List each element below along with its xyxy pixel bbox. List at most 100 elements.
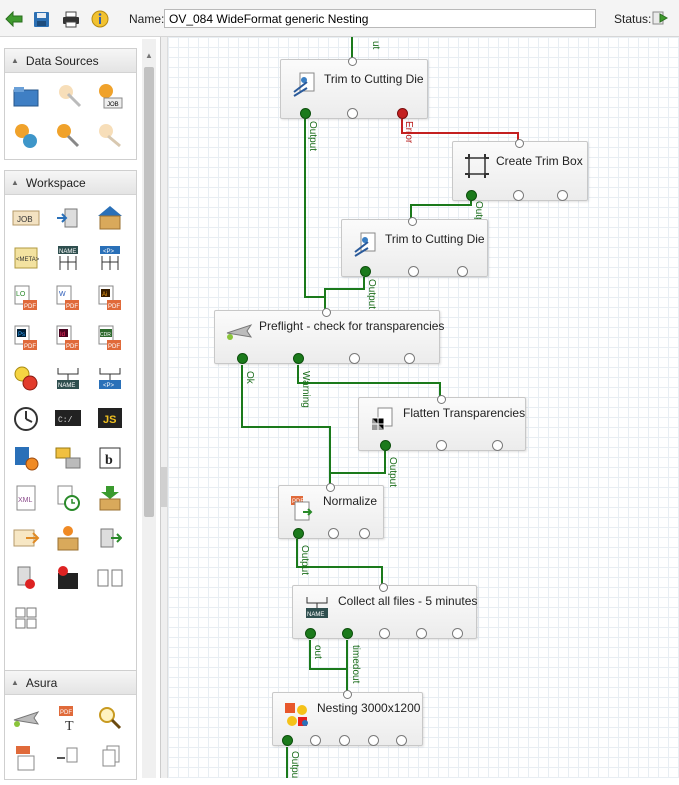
- upload-box-icon[interactable]: [93, 201, 127, 235]
- collapse-triangle-icon[interactable]: ▲: [11, 56, 19, 65]
- node-flatten-transparencies[interactable]: Flatten Transparencies: [358, 395, 526, 451]
- mail-source-icon[interactable]: [93, 119, 127, 153]
- input-port[interactable]: [408, 217, 417, 226]
- output-port[interactable]: [404, 353, 415, 364]
- output-port[interactable]: [310, 735, 321, 746]
- output-port[interactable]: [457, 266, 468, 277]
- input-port[interactable]: [322, 308, 331, 317]
- output-port[interactable]: [557, 190, 568, 201]
- xml-tree-icon[interactable]: <P>: [93, 241, 127, 275]
- panel-splitter[interactable]: [161, 37, 168, 778]
- happy-sad-icon[interactable]: [9, 361, 43, 395]
- collapse-triangle-icon[interactable]: ▲: [11, 178, 19, 187]
- info-icon[interactable]: [89, 8, 111, 30]
- scheduled-source-icon[interactable]: [51, 79, 85, 113]
- database-export-icon[interactable]: [93, 521, 127, 555]
- output-port[interactable]: [349, 353, 360, 364]
- out-port[interactable]: [305, 628, 316, 639]
- output-port[interactable]: [339, 735, 350, 746]
- job-ticket-icon[interactable]: JOB: [9, 201, 43, 235]
- node-nesting[interactable]: Nesting 3000x1200: [272, 690, 423, 746]
- output-port[interactable]: [347, 108, 358, 119]
- split-pages-icon[interactable]: [93, 561, 127, 595]
- node-create-trim-box[interactable]: Create Trim Box: [452, 139, 588, 201]
- user-archive-icon[interactable]: [51, 521, 85, 555]
- panel-header-asura[interactable]: ▲ Asura: [5, 671, 136, 695]
- output-port[interactable]: [293, 528, 304, 539]
- input-port[interactable]: [437, 395, 446, 404]
- output-port[interactable]: [436, 440, 447, 451]
- status-forward-icon[interactable]: [652, 10, 669, 26]
- print-icon[interactable]: [60, 8, 82, 30]
- database-delete-icon[interactable]: [9, 561, 43, 595]
- inspect-icon[interactable]: [93, 701, 127, 735]
- input-port[interactable]: [326, 483, 335, 492]
- color-profile-icon[interactable]: [9, 741, 43, 775]
- xml-file-icon[interactable]: XML: [9, 481, 43, 515]
- timer-icon[interactable]: [9, 401, 43, 435]
- name-splitter-icon[interactable]: NAME: [51, 361, 85, 395]
- panel-header-workspace[interactable]: ▲ Workspace: [5, 171, 136, 195]
- job-source-icon[interactable]: JOB: [93, 79, 127, 113]
- input-port[interactable]: [379, 583, 388, 592]
- sidebar-scroll-thumb[interactable]: [144, 67, 154, 517]
- script-b-icon[interactable]: b: [93, 441, 127, 475]
- sidebar-scrollbar[interactable]: ▲: [142, 39, 156, 778]
- splitter-grip[interactable]: [161, 467, 167, 507]
- output-port[interactable]: [359, 528, 370, 539]
- output-port[interactable]: [513, 190, 524, 201]
- output-port[interactable]: [408, 266, 419, 277]
- page-stack-icon[interactable]: [93, 741, 127, 775]
- web-source-icon[interactable]: [9, 119, 43, 153]
- save-icon[interactable]: [30, 8, 52, 30]
- input-port[interactable]: [348, 57, 357, 66]
- delete-folder-icon[interactable]: [51, 561, 85, 595]
- javascript-icon[interactable]: JS: [93, 401, 127, 435]
- output-port[interactable]: [368, 735, 379, 746]
- back-arrow-icon[interactable]: [3, 8, 25, 30]
- scroll-up-arrow-icon[interactable]: ▲: [145, 51, 153, 60]
- node-preflight[interactable]: Preflight - check for transparencies: [214, 308, 444, 364]
- input-port[interactable]: [343, 690, 352, 699]
- input-port[interactable]: [515, 139, 524, 148]
- output-port[interactable]: [360, 266, 371, 277]
- output-port[interactable]: [300, 108, 311, 119]
- output-port[interactable]: [379, 628, 390, 639]
- scheduled-run-icon[interactable]: [51, 481, 85, 515]
- node-trim-to-cutting-die[interactable]: Trim to Cutting Die: [280, 57, 428, 119]
- name-tree-icon[interactable]: NAME: [51, 241, 85, 275]
- ok-port[interactable]: [237, 353, 248, 364]
- output-port[interactable]: [492, 440, 503, 451]
- output-port[interactable]: [380, 440, 391, 451]
- database-settings-icon[interactable]: [9, 441, 43, 475]
- collapse-triangle-icon[interactable]: ▲: [11, 678, 19, 687]
- output-port[interactable]: [416, 628, 427, 639]
- panel-header-data-sources[interactable]: ▲ Data Sources: [5, 49, 136, 73]
- output-port[interactable]: [452, 628, 463, 639]
- output-port[interactable]: [282, 735, 293, 746]
- node-trim-to-cutting-die-2[interactable]: Trim to Cutting Die: [341, 217, 488, 277]
- ftp-source-icon[interactable]: [51, 119, 85, 153]
- node-normalize[interactable]: PDF Normalize: [278, 483, 384, 539]
- output-port[interactable]: [396, 735, 407, 746]
- download-box-icon[interactable]: [93, 481, 127, 515]
- merge-icon[interactable]: [51, 441, 85, 475]
- command-line-icon[interactable]: C:/: [51, 401, 85, 435]
- flow-canvas[interactable]: ut Output Error Output Output Ok Warning…: [168, 37, 679, 778]
- forward-mail-icon[interactable]: [9, 521, 43, 555]
- flow-name-input[interactable]: [164, 9, 596, 28]
- xml-splitter-icon[interactable]: <P>: [93, 361, 127, 395]
- output-port[interactable]: [328, 528, 339, 539]
- timedout-port[interactable]: [342, 628, 353, 639]
- output-port[interactable]: [466, 190, 477, 201]
- quad-split-icon[interactable]: [9, 601, 43, 635]
- node-collect-all-files[interactable]: NAME Collect all files - 5 minutes: [292, 583, 477, 639]
- error-port[interactable]: [397, 108, 408, 119]
